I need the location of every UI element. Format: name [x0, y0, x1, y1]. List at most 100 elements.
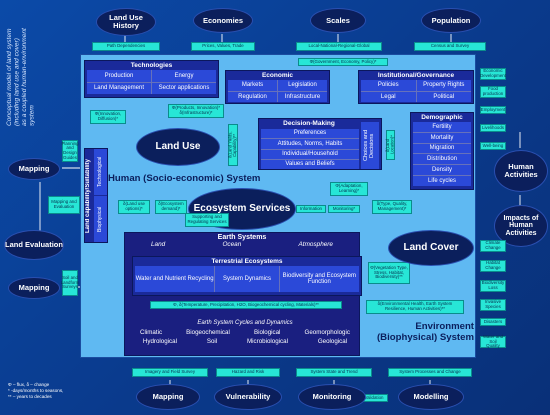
econ-regulation: Regulation [228, 91, 277, 102]
chip-planning-guides[interactable]: Planning and Design Guides [61, 140, 79, 162]
side-note: Conceptual model of land system (includi… [6, 8, 42, 126]
oval-mapping-left-bottom[interactable]: Mapping [8, 277, 60, 299]
chip-scales-range[interactable]: Local-National-Regional-Global [296, 42, 382, 51]
chip-innovation-diffusion[interactable]: Φ(Innovation, Diffusion)* [90, 110, 126, 124]
chip-land-location[interactable]: δ(Land Location)* [385, 130, 395, 160]
terr-system-dynamics: System Dynamics [215, 266, 279, 292]
land-capability-box[interactable]: Land capability/Suitability Technologica… [84, 148, 108, 243]
chip-system-state-trend[interactable]: System State and Trend [296, 368, 372, 377]
demo-density: Density [413, 165, 471, 176]
chip-invasive-species[interactable]: Invasive Species [480, 299, 506, 311]
institutional-box[interactable]: Institutional/Governance Policies Proper… [358, 70, 474, 104]
chip-supporting-services[interactable]: Supporting and Regulating Services [185, 213, 229, 227]
chip-biodiversity-loss[interactable]: Biodiversity Loss [480, 280, 506, 292]
chip-economic-development[interactable]: Economic Development [480, 68, 506, 80]
tech-land-management: Land Management [87, 82, 151, 94]
chip-hazard-risk[interactable]: Hazard and Risk [216, 368, 280, 377]
cycle-item: Soil [206, 338, 218, 345]
demo-distribution: Distribution [413, 154, 471, 165]
chip-type-quality[interactable]: δ(Type, Quality, Management)* [372, 200, 412, 214]
chip-water-soil-quality[interactable]: Water and Soil Quality [480, 334, 506, 348]
chip-mapping-evaluation[interactable]: Mapping and Evaluation [48, 196, 80, 214]
oval-modelling[interactable]: Modelling [398, 384, 464, 410]
demo-mortality: Mortality [413, 132, 471, 143]
chip-temperature[interactable]: Φ, δ(Temperature, Precipitation, H2O, Bi… [150, 301, 342, 309]
chip-information[interactable]: Information [296, 205, 326, 213]
inst-legal: Legal [361, 91, 416, 102]
chip-vegetation[interactable]: Φ(Vegetation Type, Stress, Habitat, Biod… [368, 262, 410, 284]
oval-mapping-left-top[interactable]: Mapping [8, 158, 60, 180]
oval-impacts-human-activities[interactable]: Impacts of Human Activities [494, 205, 548, 247]
chip-adaptation[interactable]: Φ(Adaptation, Learning)* [330, 182, 368, 196]
decision-making-box[interactable]: Decision-Making Preferences Attitudes, N… [258, 118, 382, 170]
oval-monitoring[interactable]: Monitoring [298, 384, 366, 410]
chip-prices-values-trade[interactable]: Prices, Values, Trade [191, 42, 255, 51]
chip-path-dependencies[interactable]: Path Dependencies [92, 42, 160, 51]
cycle-item: Climatic [140, 329, 163, 336]
cycle-item: Biological [253, 329, 281, 336]
econ-infrastructure: Infrastructure [278, 91, 327, 102]
dm-preferences: Preferences [261, 129, 359, 139]
institutional-title: Institutional/Governance [377, 72, 455, 79]
chip-system-processes[interactable]: System Processes and Change [388, 368, 472, 377]
chip-employment[interactable]: Employment [480, 106, 506, 114]
oval-population[interactable]: Population [421, 8, 481, 33]
cycle-item: Hydrological [142, 338, 177, 345]
legend-line: * -days/months to seasons, [8, 388, 64, 394]
oval-mapping-bottom[interactable]: Mapping [136, 384, 200, 410]
cycle-item: Biogeochemical [186, 329, 230, 336]
chip-well-being[interactable]: Well-being [480, 142, 506, 150]
oval-land-use-history[interactable]: Land Use History [96, 8, 156, 36]
terr-biodiversity: Biodiversity and Ecosystem Function [279, 266, 359, 292]
chip-food-production[interactable]: Food production [480, 86, 506, 98]
chip-land-use-options[interactable]: δ(Land use options)* [118, 200, 150, 214]
chip-soil-surveys[interactable]: Soil and Landform Surveys [61, 270, 79, 296]
oval-land-evaluation[interactable]: Land Evaluation [4, 230, 64, 260]
chip-government[interactable]: Φ(Government, Economy, Policy)* [298, 58, 388, 66]
inst-political: Political [416, 91, 471, 102]
chip-ecosystem-demand[interactable]: δ(Ecosystem demand)* [155, 200, 187, 214]
chip-disasters[interactable]: Disasters [480, 318, 506, 326]
demographic-box[interactable]: Demographic Fertility Mortality Migratio… [410, 112, 474, 190]
cycle-item: Geomorphologic [304, 329, 350, 336]
cycles-block: Earth System Cycles and Dynamics Climati… [128, 320, 362, 354]
human-system-title: Human (Socio-economic) System [108, 173, 261, 184]
chip-livelihoods[interactable]: Livelihoods [480, 124, 506, 132]
dm-individual: Individual/Household [261, 149, 359, 159]
chip-imagery-field-survey[interactable]: Imagery and Field Survey [132, 368, 208, 377]
oval-economies[interactable]: Economies [193, 8, 253, 33]
dm-values: Values and Beliefs [261, 159, 359, 169]
technologies-box[interactable]: Technologies Production Energy Land Mana… [84, 60, 219, 98]
oval-vulnerability[interactable]: Vulnerability [214, 384, 282, 410]
oval-land-cover[interactable]: Land Cover [388, 230, 474, 266]
terrestrial-box[interactable]: Terrestrial Ecosystems Water and Nutrien… [132, 256, 362, 296]
technologies-title: Technologies [130, 62, 173, 69]
chip-land-yields[interactable]: δ(Land Yields, Capability)** [228, 124, 238, 166]
economic-title: Economic [261, 72, 294, 79]
economic-box[interactable]: Economic Markets Legislation Regulation … [225, 70, 330, 104]
legend-line: Φ – flux, δ – change [8, 382, 50, 387]
side-note-line: as a coupled human-environment system [21, 28, 36, 126]
chip-monitoring[interactable]: Monitoring* [328, 205, 360, 213]
env-title-line: (Biophysical) System [376, 331, 474, 343]
chip-climate-change[interactable]: Climate Change [480, 240, 506, 252]
oval-scales[interactable]: Scales [310, 8, 366, 33]
chip-habitat-change[interactable]: Habitat Change [480, 260, 506, 272]
land-capability-title: Land capability/Suitability [85, 158, 91, 233]
oval-human-activities[interactable]: Human Activities [494, 150, 548, 192]
tech-energy: Energy [152, 70, 216, 82]
demographic-title: Demographic [421, 114, 463, 121]
lc-technological: Technological [94, 149, 107, 195]
terr-water-nutrient: Water and Nutrient Recycling [135, 266, 215, 292]
chip-census-survey[interactable]: Census and Survey [414, 42, 486, 51]
cycle-item: Microbiological [247, 338, 288, 345]
chip-environmental-health[interactable]: δ(Environmental Health, Earth System Res… [366, 300, 464, 314]
tech-sector-applications: Sector applications [152, 82, 216, 94]
oval-land-use[interactable]: Land Use [136, 128, 220, 166]
env-title-line: Environment [415, 321, 474, 332]
chip-products-innovation[interactable]: Φ(Products, Innovation)* δ(Infrastructur… [168, 104, 224, 118]
inst-policies: Policies [361, 80, 416, 91]
earth-land-label: Land [151, 241, 166, 248]
earth-ocean-label: Ocean [222, 241, 242, 248]
lc-biophysical: Biophysical [94, 196, 107, 242]
